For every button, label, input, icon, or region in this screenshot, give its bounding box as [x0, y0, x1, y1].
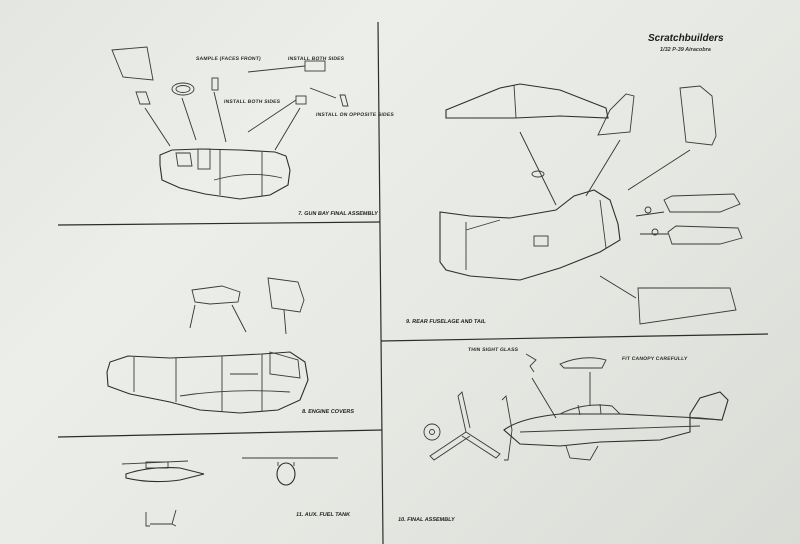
step-caption-final-assembly: 10. FINAL ASSEMBLY	[397, 517, 456, 523]
callout-install-opposite-sides: INSTALL ON OPPOSITE SIDES	[315, 112, 395, 118]
engine-covers-drawing	[106, 277, 309, 414]
callout-install-both-sides-mid: INSTALL BOTH SIDES	[223, 99, 281, 105]
divider-right	[380, 333, 769, 342]
aux-fuel-tank-drawing	[121, 457, 338, 527]
step-caption-gun-bay: 7. GUN BAY FINAL ASSEMBLY	[297, 211, 379, 217]
callout-thin-sight-glass: THIN SIGHT GLASS	[467, 347, 519, 353]
kit-subtitle: 1/32 P-39 Airacobra	[660, 47, 711, 53]
step-caption-engine-covers: 8. ENGINE COVERS	[301, 409, 355, 415]
divider-left-lower	[57, 429, 383, 438]
callout-fit-canopy: FIT CANOPY CAREFULLY	[621, 356, 688, 362]
callout-install-both-sides-top: INSTALL BOTH SIDES	[287, 56, 345, 62]
gun-bay-drawing	[111, 46, 349, 200]
brand-title: Scratchbuilders	[648, 33, 724, 44]
rear-fuselage-drawing	[439, 83, 743, 325]
step-caption-rear-fuselage: 9. REAR FUSELAGE AND TAIL	[405, 319, 487, 325]
final-assembly-drawing	[423, 353, 729, 461]
divider-vertical	[377, 21, 384, 544]
callout-sample-faces-front: SAMPLE (FACES FRONT)	[195, 56, 262, 62]
step-caption-aux-fuel-tank: 11. AUX. FUEL TANK	[295, 512, 351, 518]
divider-left-upper	[57, 221, 381, 226]
